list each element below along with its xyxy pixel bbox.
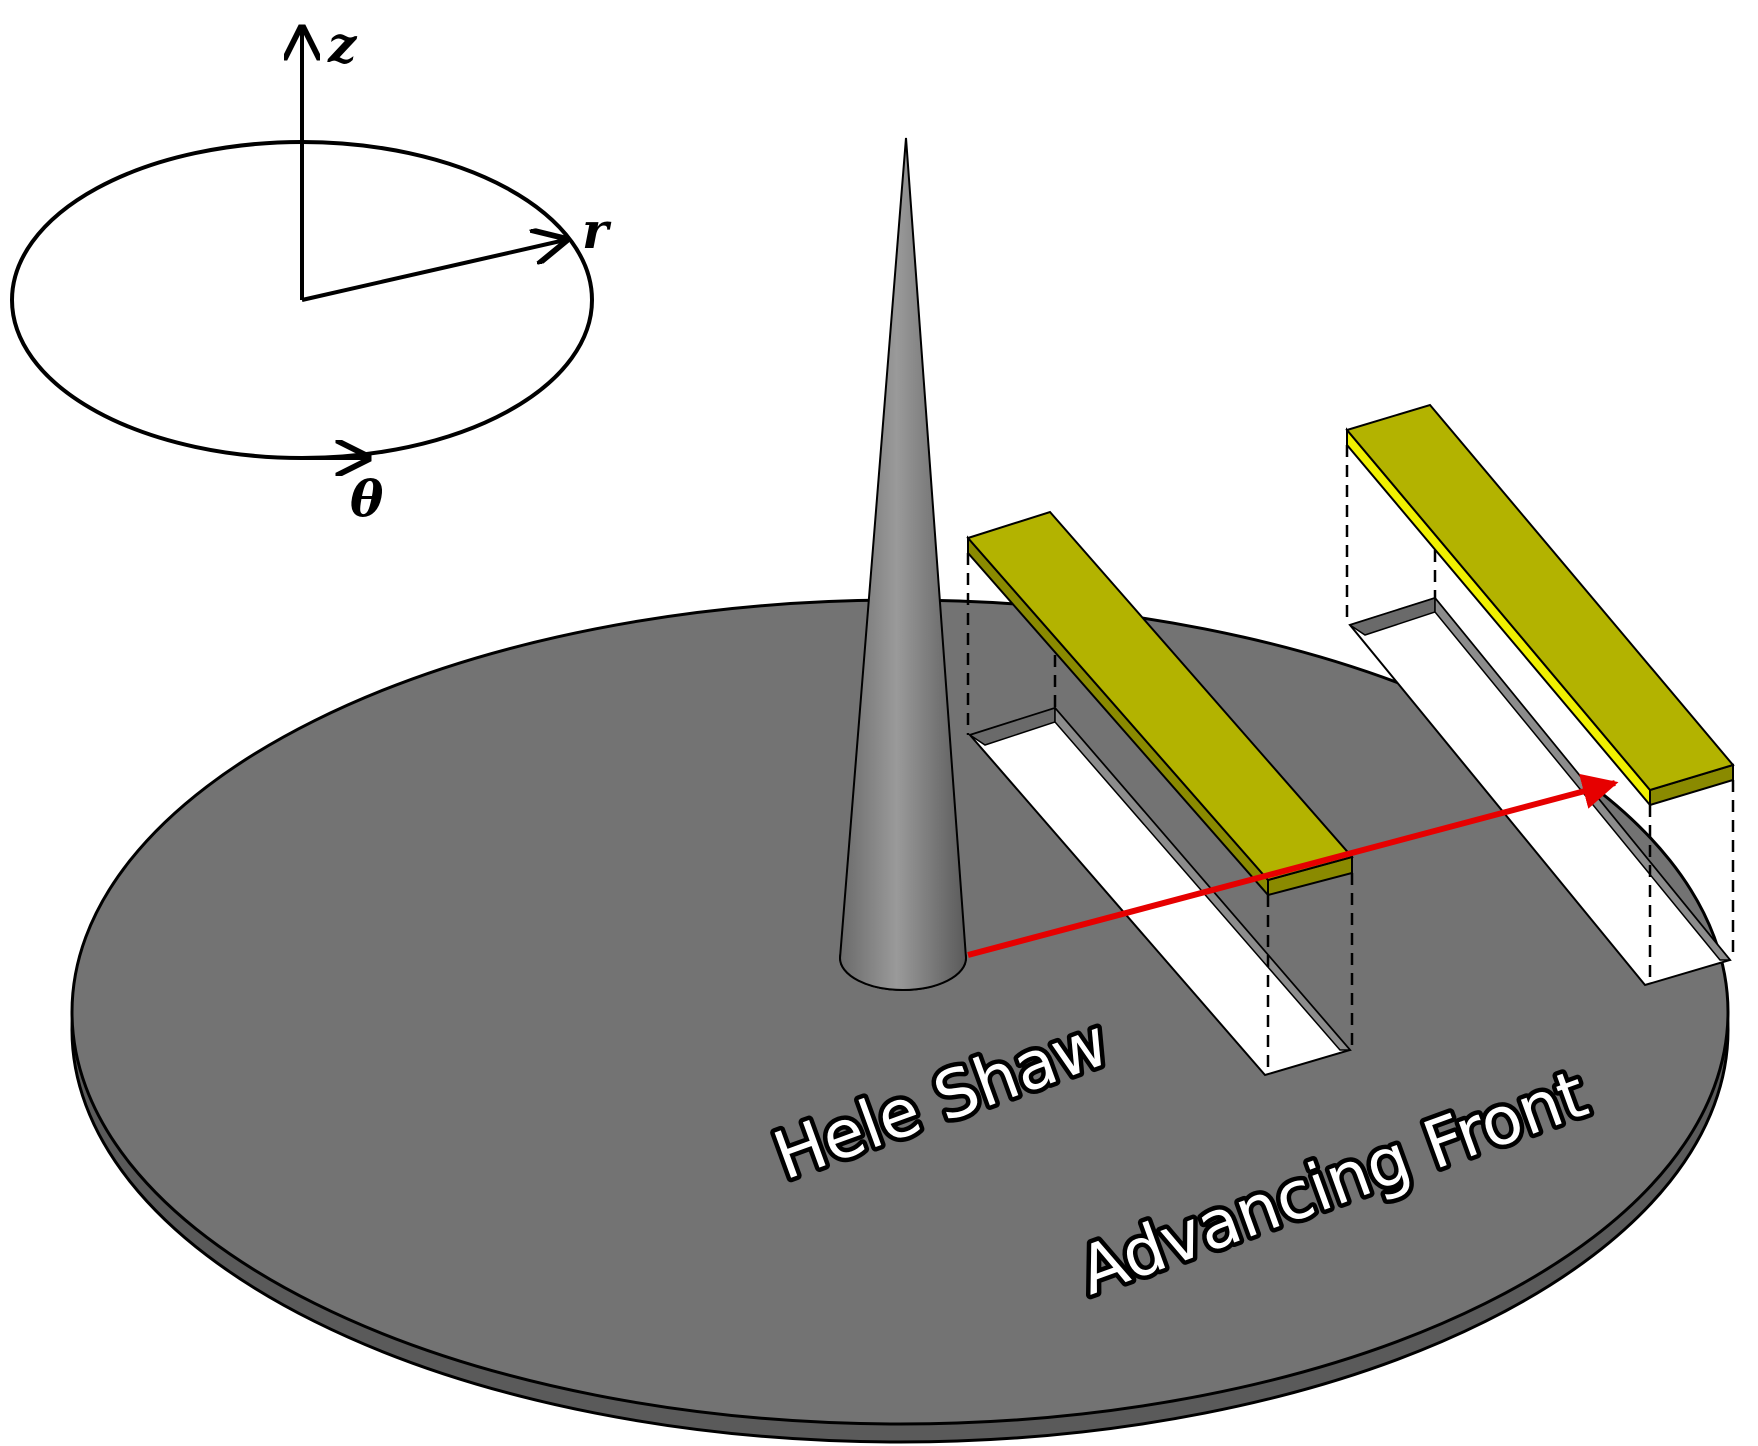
slot-1-sidewall: [1054, 705, 1352, 1051]
bar-1-top: [966, 510, 1354, 882]
z-axis-label: z: [327, 15, 358, 74]
radial-flow-arrow: [967, 773, 1619, 958]
r-axis-label: r: [582, 201, 612, 260]
slot-hele-shaw: [968, 705, 1352, 1077]
electrode-bar-1: [966, 510, 1354, 898]
cone-body: [838, 137, 968, 991]
r-axis-arrow: [301, 240, 565, 302]
bar-2-top: [1345, 403, 1735, 792]
coordinate-system: z r θ: [10, 15, 612, 528]
theta-axis-label: θ: [350, 469, 384, 528]
cone-needle: [838, 137, 968, 991]
electrode-bar-2: [1345, 403, 1735, 808]
